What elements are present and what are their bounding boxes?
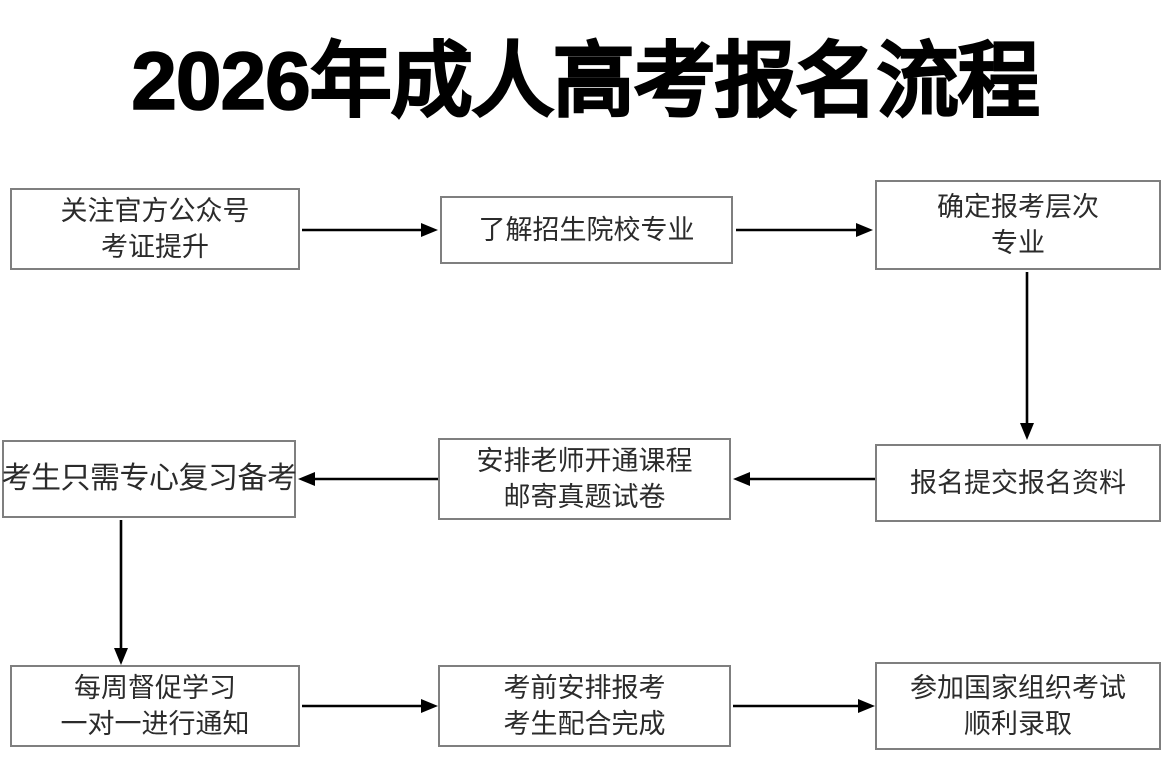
arrow-node4-to-node5: [733, 467, 875, 491]
node-line: 了解招生院校专业: [478, 215, 695, 245]
node-line: 邮寄真题试卷: [503, 482, 666, 512]
node-line: 每周督促学习: [74, 673, 236, 703]
node-line: 考生配合完成: [503, 709, 666, 739]
flow-node-learn-schools-majors[interactable]: 了解招生院校专业: [440, 196, 733, 264]
node-line: 考前安排报考: [503, 673, 666, 703]
node-line: 报名提交报名资料: [910, 468, 1126, 498]
node-line: 一对一进行通知: [60, 709, 250, 739]
flow-node-candidate-focus-review[interactable]: 考生只需专心复习备考: [1, 440, 298, 518]
arrow-node2-to-node3: [736, 218, 873, 242]
node-line: 顺利录取: [964, 709, 1072, 739]
flow-node-weekly-study-supervision[interactable]: 每周督促学习 一对一进行通知: [10, 665, 300, 747]
node-line: 安排老师开通课程: [476, 446, 693, 476]
node-line: 考证提升: [101, 232, 209, 262]
flow-node-follow-official-account[interactable]: 关注官方公众号 考证提升: [10, 188, 300, 270]
node-line: 考生只需专心复习备考: [1, 462, 298, 495]
node-line: 参加国家组织考试: [910, 673, 1126, 703]
arrow-node7-to-node8: [302, 694, 438, 718]
node-line: 关注官方公众号: [60, 196, 250, 226]
arrow-node1-to-node2: [302, 218, 438, 242]
arrow-node8-to-node9: [733, 694, 875, 718]
arrow-node3-to-node4: [1015, 272, 1039, 440]
flow-node-submit-application-materials[interactable]: 报名提交报名资料: [875, 444, 1161, 522]
node-line: 专业: [991, 228, 1045, 258]
flow-node-teacher-opens-course[interactable]: 安排老师开通课程 邮寄真题试卷: [438, 438, 731, 520]
flow-node-confirm-level-major[interactable]: 确定报考层次 专业: [875, 180, 1161, 270]
arrow-node5-to-node6: [298, 467, 438, 491]
flow-node-take-national-exam[interactable]: 参加国家组织考试 顺利录取: [875, 662, 1161, 750]
node-line: 确定报考层次: [937, 192, 1099, 222]
arrow-node6-to-node7: [109, 520, 133, 665]
flow-node-pre-exam-registration[interactable]: 考前安排报考 考生配合完成: [438, 665, 731, 747]
page-title: 2026年成人高考报名流程: [130, 35, 1040, 128]
